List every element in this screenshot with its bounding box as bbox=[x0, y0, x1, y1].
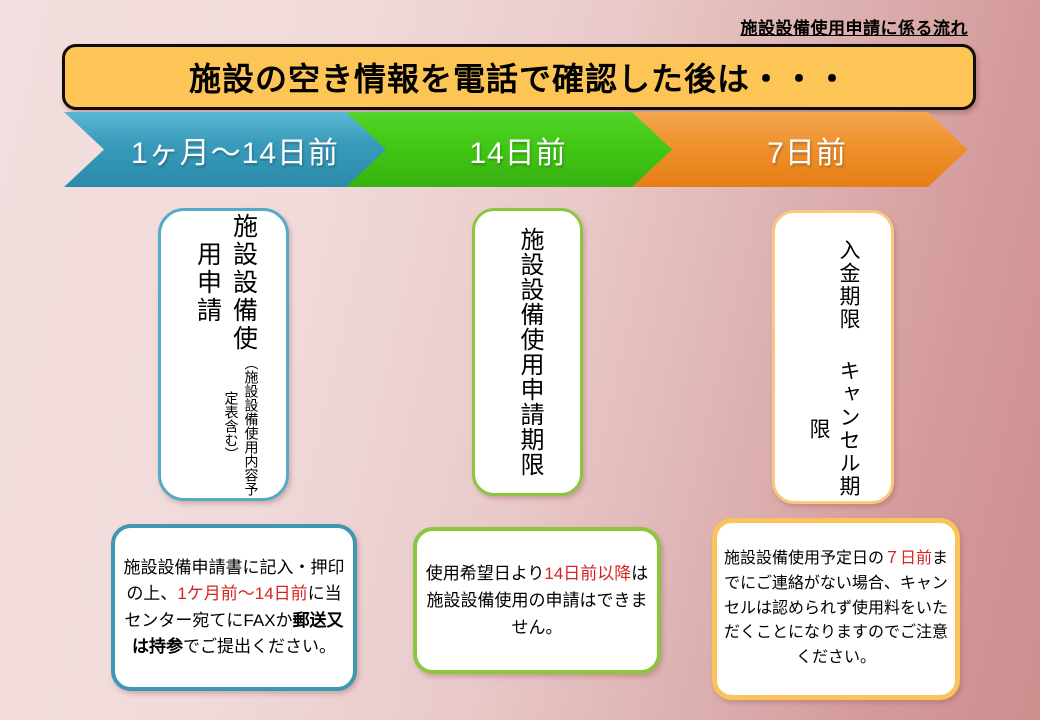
card-payment-cancel-vertical-text: 入金期限 キャンセル期限 bbox=[803, 213, 863, 501]
card-application-deadline-vertical-text: 施設設備使用申請期限 bbox=[508, 211, 547, 493]
title-banner-text: 施設の空き情報を電話で確認した後は・・・ bbox=[188, 61, 849, 97]
card-application-deadline: 施設設備使用申請期限 bbox=[472, 208, 583, 496]
card-payment-cancel-deadline: 入金期限 キャンセル期限 bbox=[772, 210, 894, 504]
note-cancel-policy-warning: 施設設備使用予定日の７日前までにご連絡がない場合、キャンセルは認められず使用料を… bbox=[712, 518, 960, 700]
title-banner: 施設の空き情報を電話で確認した後は・・・ bbox=[62, 44, 976, 110]
card-payment-deadline-title: 入金期限 bbox=[837, 239, 860, 331]
card-application-title: 施設設備使用申請 bbox=[193, 212, 258, 353]
note-cancel-policy-warning-text: 施設設備使用予定日の７日前までにご連絡がない場合、キャンセルは認められず使用料を… bbox=[723, 550, 949, 667]
timeline-arrow-2-label: 14日前 bbox=[469, 136, 567, 170]
timeline-arrow-14days: 14日前 bbox=[346, 112, 676, 187]
timeline-arrow-1month-to-14days: 1ヶ月〜14日前 bbox=[64, 112, 392, 187]
note-application-instructions-text: 施設設備申請書に記入・押印の上、1ケ月前〜14日前に当センター宛てにFAXか郵送… bbox=[123, 557, 345, 656]
card-application: 施設設備使用申請 （施設設備使用内容予定表含む） bbox=[158, 208, 289, 501]
timeline-arrow-1-label: 1ヶ月〜14日前 bbox=[130, 136, 340, 170]
card-application-vertical-text: 施設設備使用申請 （施設設備使用内容予定表含む） bbox=[186, 211, 262, 498]
card-cancel-deadline-title: キャンセル期限 bbox=[807, 360, 860, 498]
timeline-arrow-7days: 7日前 bbox=[632, 112, 968, 187]
card-application-subtitle: （施設設備使用内容予定表含む） bbox=[223, 356, 260, 497]
note-application-deadline-warning: 使用希望日より14日前以降は施設設備使用の申請はできません。 bbox=[413, 527, 661, 674]
note-application-instructions: 施設設備申請書に記入・押印の上、1ケ月前〜14日前に当センター宛てにFAXか郵送… bbox=[111, 524, 357, 691]
flow-title-link[interactable]: 施設設備使用申請に係る流れ bbox=[740, 19, 968, 38]
note-application-deadline-warning-text: 使用希望日より14日前以降は施設設備使用の申請はできません。 bbox=[425, 563, 649, 638]
timeline-arrow-3-label: 7日前 bbox=[767, 136, 847, 170]
card-application-deadline-title: 施設設備使用申請期限 bbox=[516, 227, 543, 477]
